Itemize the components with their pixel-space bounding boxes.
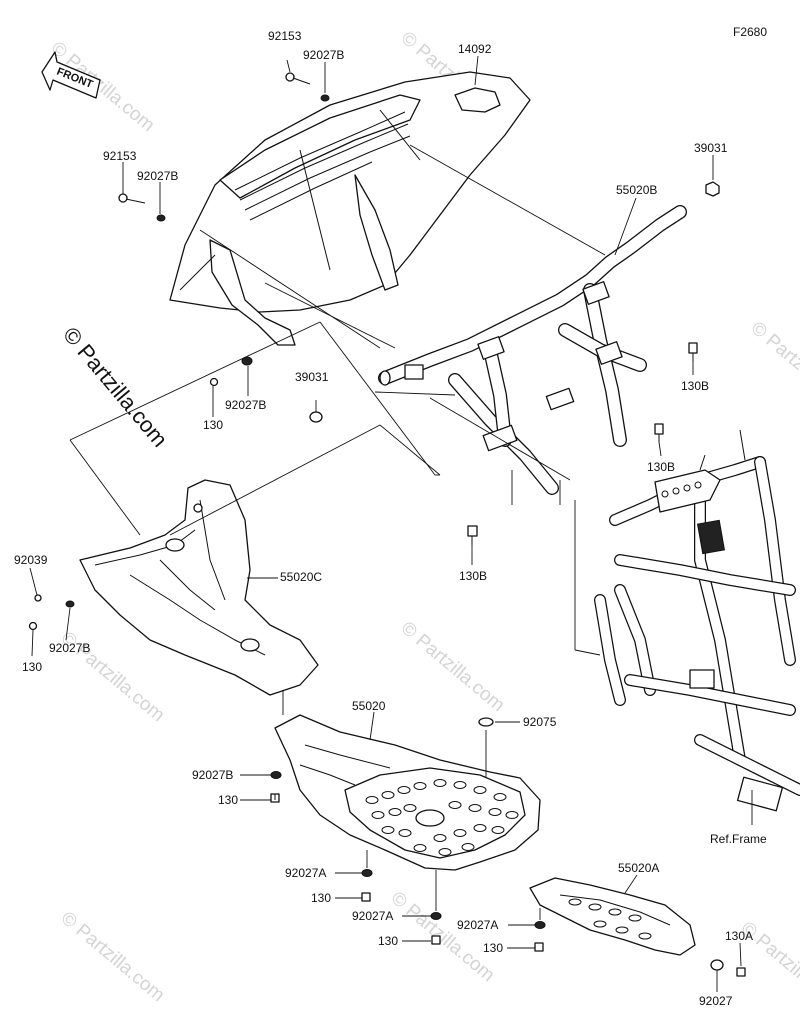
label-55020C: 55020C [280, 570, 322, 584]
watermark-text: © Partzilla.com [47, 38, 159, 136]
watermark-text: © Partzilla.com [58, 322, 172, 452]
nut-icon [705, 181, 720, 197]
skid-plate-55020 [274, 714, 541, 871]
washer-icon [241, 356, 253, 366]
flange-bolt-icon [467, 525, 478, 545]
label-92027B: 92027B [192, 768, 233, 782]
flange-bolt-icon [534, 942, 544, 952]
label-92075: 92075 [523, 715, 557, 729]
label-92027: 92027 [699, 994, 733, 1008]
label-92027A: 92027A [457, 918, 498, 932]
watermark-text: © Partzilla.com [397, 618, 509, 716]
label-92027A: 92027A [285, 866, 326, 880]
cap-icon [309, 411, 323, 423]
label-14092: 14092 [458, 42, 492, 56]
label-92153: 92153 [103, 149, 137, 163]
front-cover-14092 [169, 71, 531, 346]
label-130: 130 [483, 941, 503, 955]
flange-bolt-icon [270, 793, 280, 803]
bolt-icon [285, 72, 311, 85]
label-130: 130 [22, 660, 42, 674]
watermark-text: © Partzilla.com [747, 318, 800, 416]
washer-icon [534, 921, 546, 929]
bolt-icon [118, 193, 146, 204]
flange-bolt-icon [361, 892, 371, 902]
skid-plate-55020A [529, 877, 696, 956]
skid-plate-55020C [79, 479, 319, 696]
washer-icon [156, 214, 166, 222]
watermark-text: © Partzilla.com [387, 888, 499, 986]
label-92039: 92039 [14, 553, 48, 567]
label-55020A: 55020A [618, 861, 659, 875]
label-130B: 130B [459, 569, 487, 583]
label-55020B: 55020B [616, 183, 657, 197]
label-39031: 39031 [295, 370, 329, 384]
label-130: 130 [311, 891, 331, 905]
leader-lines [29, 55, 753, 992]
main-frame [594, 429, 800, 812]
frame-55020B [378, 205, 687, 495]
grommet-icon [478, 717, 494, 727]
flange-bolt-icon [654, 423, 664, 442]
label-92027B: 92027B [303, 48, 344, 62]
label-92153: 92153 [268, 29, 302, 43]
ref-frame-label: Ref.Frame [710, 832, 767, 846]
washer-icon [270, 771, 282, 779]
label-130B: 130B [647, 460, 675, 474]
washer-icon [710, 959, 724, 971]
label-55020: 55020 [352, 699, 386, 713]
label-39031: 39031 [694, 141, 728, 155]
label-92027B: 92027B [49, 641, 90, 655]
watermark-text: © Partzilla.com [57, 908, 169, 1006]
label-92027A: 92027A [352, 909, 393, 923]
part-labels: 92153 92027B 14092 92153 92027B 39031 55… [14, 29, 767, 1008]
label-130: 130 [218, 793, 238, 807]
washer-icon [65, 600, 75, 608]
flange-bolt-icon [688, 342, 698, 362]
diagram-code: F2680 [733, 25, 767, 39]
washer-icon [430, 912, 442, 920]
fasteners [28, 72, 746, 977]
bolt-icon [209, 377, 219, 387]
label-92027B: 92027B [137, 169, 178, 183]
bolt-icon [28, 621, 38, 631]
plate-holes [365, 779, 519, 856]
bolt-icon [34, 594, 42, 602]
flange-bolt-icon [736, 967, 746, 977]
washer-icon [361, 869, 373, 877]
label-130A: 130A [725, 929, 753, 943]
flange-bolt-icon [431, 935, 441, 945]
label-130B: 130B [681, 379, 709, 393]
label-130: 130 [378, 934, 398, 948]
label-92027B: 92027B [225, 398, 266, 412]
label-130: 130 [203, 418, 223, 432]
washer-icon [320, 94, 330, 102]
